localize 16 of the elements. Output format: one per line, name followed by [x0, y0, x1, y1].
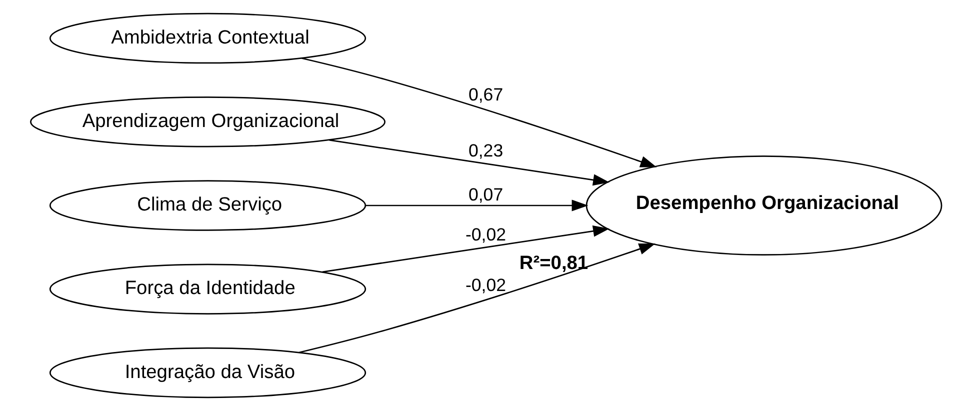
node-ellipse: Ambidextria Contextual — [48, 12, 366, 64]
arrow — [298, 243, 655, 354]
arrow — [365, 200, 588, 212]
arrow — [301, 58, 656, 168]
node-ellipse: Integração da Visão — [48, 347, 366, 398]
arrow — [322, 225, 610, 273]
node-label: R²=0,81 — [518, 252, 588, 274]
node-ellipse: Clima de Serviço — [48, 180, 366, 231]
arrow — [328, 139, 610, 186]
node-ellipse: Aprendizagem Organizacional — [30, 96, 385, 148]
edge-label: -0,02 — [464, 275, 506, 296]
edge-label: 0,23 — [468, 140, 503, 161]
edge-label: -0,02 — [464, 224, 506, 244]
edge-label: 0,07 — [468, 184, 503, 205]
edge-label: 0,67 — [468, 84, 503, 105]
node-ellipse: Força da Identidade — [48, 264, 366, 314]
